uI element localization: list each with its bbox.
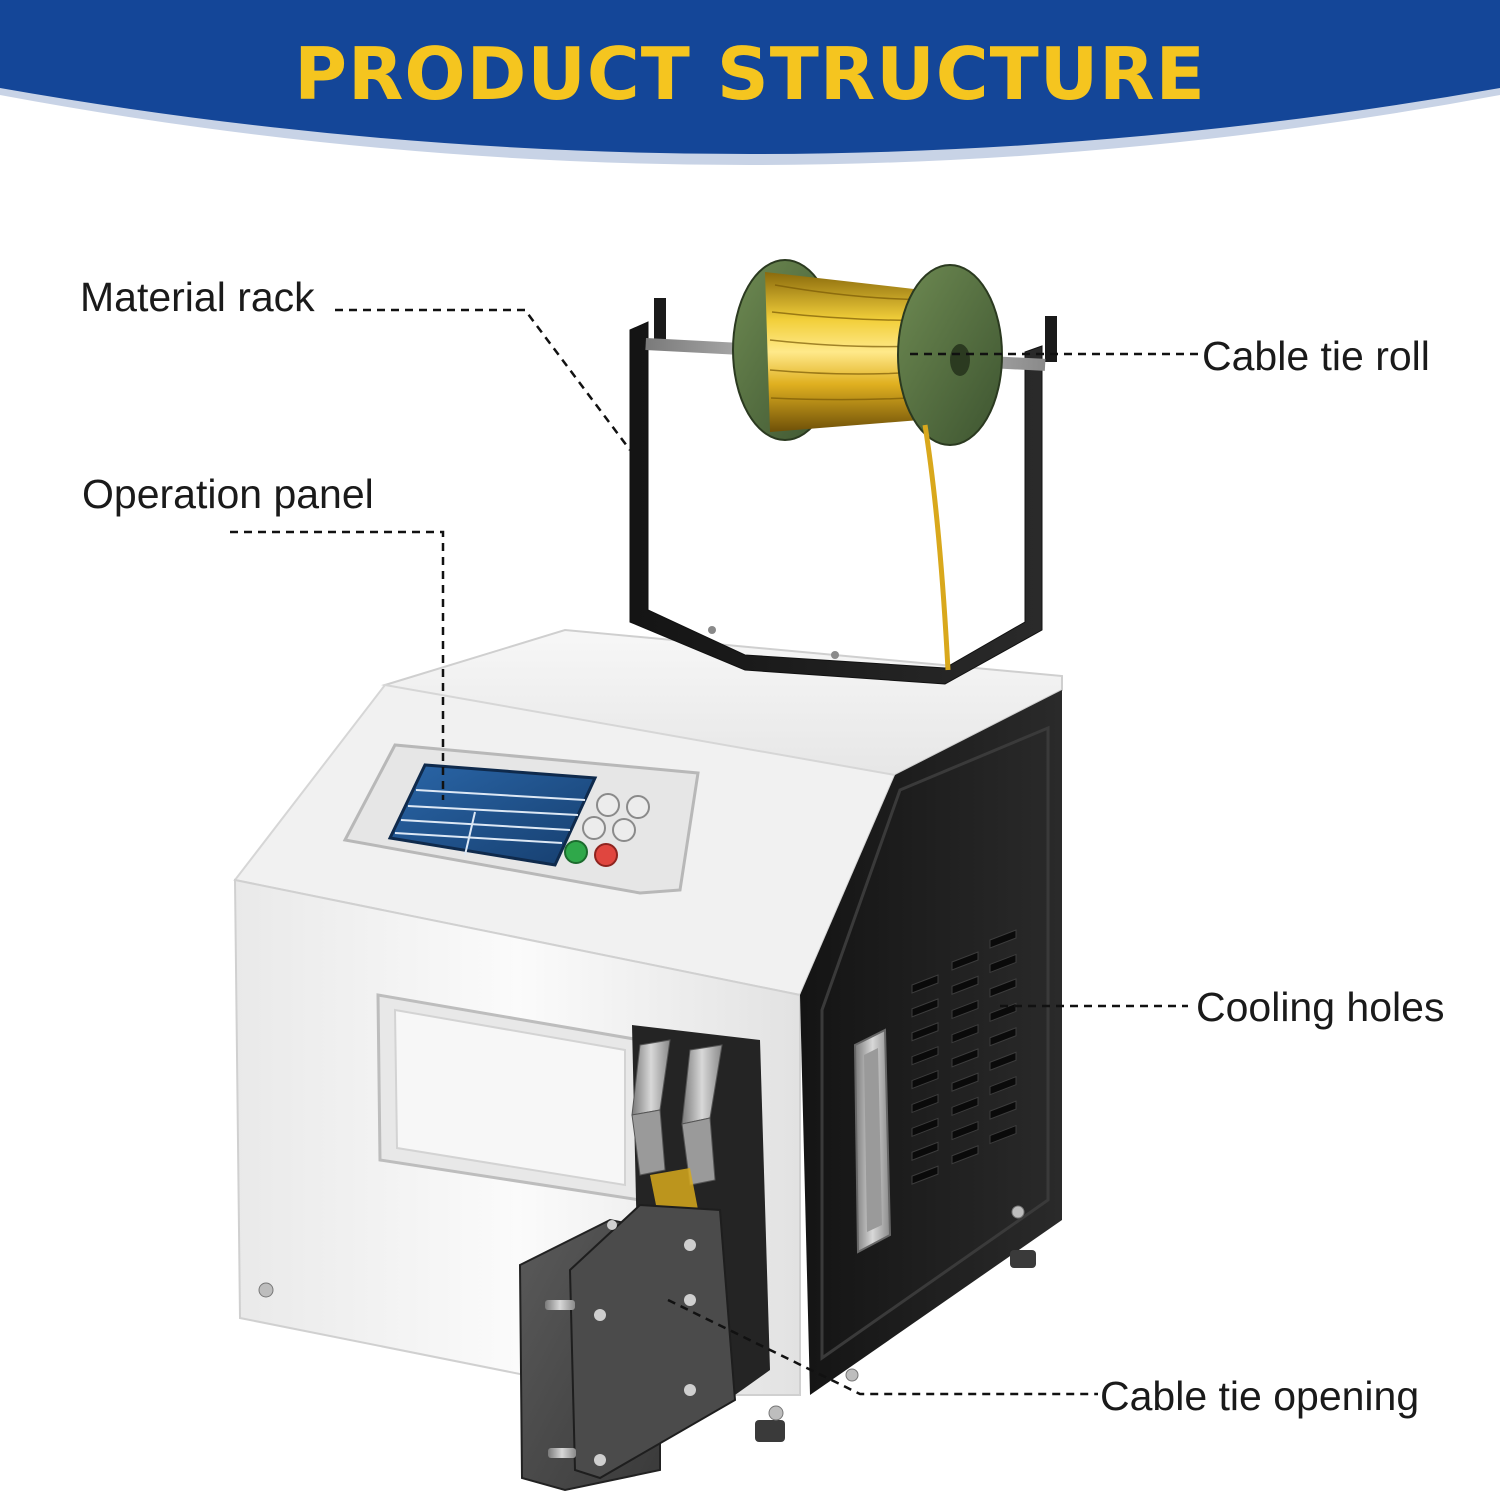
cooling-slot xyxy=(951,1072,979,1092)
cooling-slot xyxy=(989,929,1017,949)
label-cooling-holes: Cooling holes xyxy=(1196,984,1445,1030)
start-button xyxy=(564,840,588,864)
header-band-shape xyxy=(0,0,1500,154)
cooling-slot xyxy=(911,1022,939,1042)
cooling-slot xyxy=(989,1124,1017,1145)
tie-head-mechanism xyxy=(518,1025,770,1492)
panel-key xyxy=(626,795,650,819)
cooling-slot xyxy=(911,1069,939,1090)
cooling-slot xyxy=(989,978,1017,998)
cooling-slot xyxy=(989,1100,1017,1120)
label-material-rack: Material rack xyxy=(80,274,315,320)
label-operation-panel: Operation panel xyxy=(82,471,374,517)
screw xyxy=(845,1368,859,1382)
cable-tie-spool xyxy=(732,259,1003,671)
foot xyxy=(755,1420,785,1442)
front-plate xyxy=(568,1203,737,1480)
panel-key xyxy=(596,793,620,817)
leader-lines xyxy=(230,308,1198,1396)
cooling-slot xyxy=(951,1145,979,1165)
leader-cable-tie-opening xyxy=(667,1298,1098,1396)
stop-button xyxy=(594,843,618,867)
cooling-slot xyxy=(989,1075,1017,1096)
cooling-slot xyxy=(911,1141,939,1161)
cooling-slot xyxy=(989,1027,1017,1047)
cooling-slot xyxy=(951,1120,979,1141)
leader-operation-panel xyxy=(230,530,445,800)
label-cable-tie-roll: Cable tie roll xyxy=(1202,333,1430,379)
cooling-slot xyxy=(951,999,979,1020)
foot xyxy=(1010,1250,1036,1268)
cooling-slot xyxy=(911,974,939,994)
panel-key xyxy=(582,816,606,840)
screw xyxy=(768,1405,784,1421)
cooling-slot xyxy=(911,1165,939,1185)
label-cable-tie-opening: Cable tie opening xyxy=(1100,1373,1420,1419)
header-title: PRODUCT STRUCTURE xyxy=(294,32,1206,116)
cooling-holes xyxy=(911,929,1017,1185)
tie-strip xyxy=(922,424,951,671)
side-handle xyxy=(853,1028,892,1254)
cooling-slot xyxy=(911,998,939,1018)
front-window xyxy=(376,993,642,1202)
cooling-slot xyxy=(911,1045,939,1066)
cooling-slot xyxy=(911,1093,939,1114)
cooling-slot xyxy=(989,1051,1017,1071)
rack-frame xyxy=(629,321,1043,685)
cooling-slot xyxy=(911,1117,939,1138)
spool-wire xyxy=(765,272,945,432)
header-band xyxy=(0,0,1500,165)
screw xyxy=(258,1282,274,1298)
cooling-slot xyxy=(951,1048,979,1068)
operation-panel xyxy=(342,743,700,895)
screw xyxy=(1011,1205,1025,1219)
panel-key xyxy=(612,818,636,842)
leader-material-rack xyxy=(335,308,631,451)
cooling-slot xyxy=(951,1096,979,1117)
cooling-slot xyxy=(989,953,1017,974)
cooling-slot xyxy=(951,1023,979,1044)
cooling-slot xyxy=(951,975,979,995)
panel-screen xyxy=(387,763,598,867)
cooling-slot xyxy=(951,951,979,971)
screen-lines xyxy=(394,789,586,856)
